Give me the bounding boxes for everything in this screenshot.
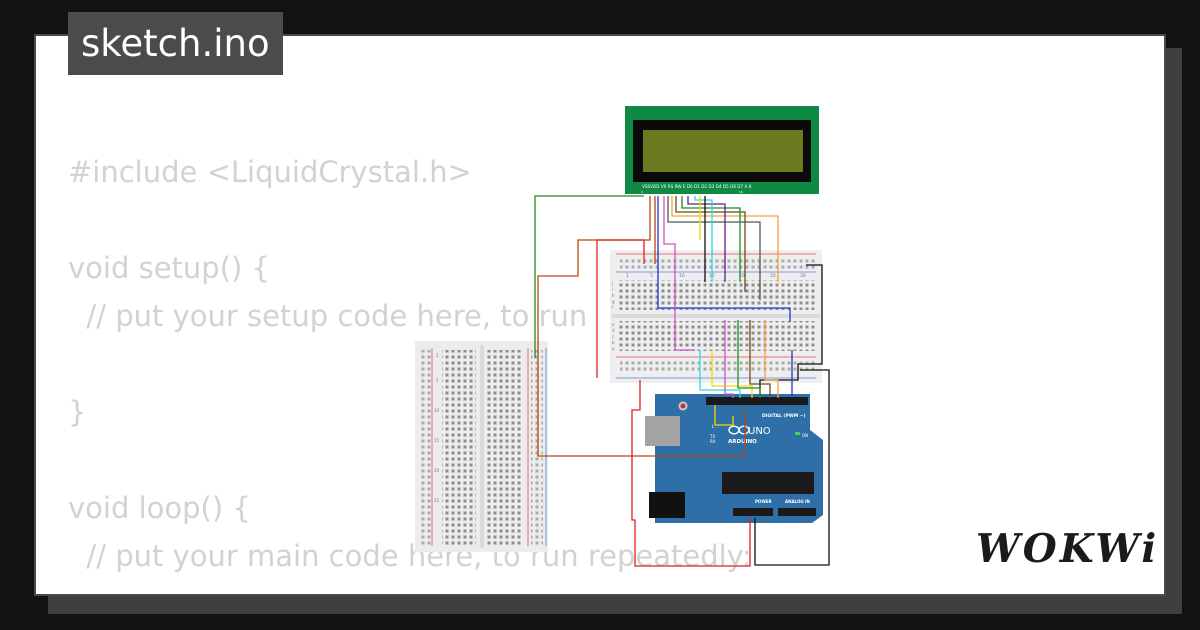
svg-text:RX: RX — [710, 439, 716, 444]
svg-text:j: j — [611, 281, 613, 286]
sketch-title-tab: sketch.ino — [68, 12, 283, 75]
svg-text:5: 5 — [650, 273, 653, 279]
analog-header — [778, 508, 816, 516]
svg-text:i: i — [612, 287, 613, 292]
svg-text:5: 5 — [436, 378, 439, 383]
wire-red-rail — [596, 239, 645, 378]
svg-text:g: g — [612, 299, 615, 304]
wire-pink-low — [724, 320, 734, 398]
svg-text:1: 1 — [436, 353, 439, 358]
digital-header — [706, 397, 808, 405]
svg-text:20: 20 — [739, 273, 745, 279]
svg-text:ANALOG IN: ANALOG IN — [785, 499, 810, 504]
mini-breadboard[interactable]: 1 5 10 15 20 25 — [415, 341, 548, 552]
digital-label: DIGITAL (PWM ~) — [762, 413, 806, 419]
wires — [534, 195, 830, 567]
code-line: void setup() { — [68, 251, 270, 285]
lcd-pin-16: 16 — [739, 190, 743, 194]
code-line: #include <LiquidCrystal.h> — [68, 155, 472, 189]
lcd-module[interactable]: VSSVDD V0 RS RW E D0 D1 D2 D3 D4 D5 D6 D… — [625, 106, 819, 194]
svg-text:c: c — [612, 334, 614, 339]
lcd-screen — [643, 130, 803, 172]
wire-purple — [687, 196, 726, 282]
code-line: void loop() { — [68, 491, 251, 525]
svg-text:ON: ON — [802, 433, 808, 438]
svg-text:30: 30 — [800, 273, 806, 279]
wire-orange-low — [764, 320, 779, 398]
svg-text:25: 25 — [770, 273, 776, 279]
svg-text:POWER: POWER — [755, 499, 772, 504]
wire-green — [681, 196, 741, 282]
svg-text:25: 25 — [434, 498, 440, 503]
svg-text:10: 10 — [679, 273, 685, 279]
wire-green-low — [737, 320, 761, 398]
arduino-uno[interactable]: DIGITAL (PWM ~) UNO ARDUINO TX RX L ON P… — [645, 394, 823, 523]
svg-text:L: L — [712, 424, 715, 429]
svg-text:1: 1 — [626, 273, 629, 279]
wire-pink — [663, 196, 695, 351]
code-preview: #include <LiquidCrystal.h> void setup() {… — [68, 148, 752, 580]
preview-card — [34, 34, 1166, 596]
svg-text:15: 15 — [434, 438, 440, 443]
svg-text:b: b — [612, 340, 615, 345]
wire-black-rail — [759, 264, 823, 395]
wire-gray — [667, 196, 761, 300]
svg-text:h: h — [612, 293, 615, 298]
usb-port — [645, 416, 680, 446]
wire-red-power — [631, 380, 751, 567]
wire-darkbrown — [675, 196, 746, 292]
svg-text:f: f — [612, 305, 614, 310]
wire-black-gnd — [754, 369, 830, 566]
wire-green-left — [534, 195, 644, 358]
uno-label: UNO — [748, 426, 771, 437]
breadboard[interactable]: 1 5 10 15 20 25 30 j i h g f e d c b a — [610, 250, 822, 383]
code-line: // put your main code here, to run repea… — [68, 539, 752, 573]
wire-cyan-low — [699, 350, 741, 398]
lcd-pin-1: 1 — [641, 190, 643, 194]
svg-text:e: e — [612, 322, 615, 327]
svg-text:d: d — [612, 328, 615, 333]
svg-text:10: 10 — [434, 408, 440, 413]
arduino-brand: ARDUINO — [728, 439, 757, 445]
code-line: // put your setup code here, to run — [68, 299, 588, 333]
lcd-pin-labels: VSSVDD V0 RS RW E D0 D1 D2 D3 D4 D5 D6 D… — [642, 184, 752, 189]
svg-text:TX: TX — [709, 434, 715, 439]
power-header — [733, 508, 773, 516]
svg-text:20: 20 — [434, 468, 440, 473]
wire-cyan — [694, 196, 713, 282]
wire-brown-low — [749, 320, 771, 398]
wokwi-logo: WOKWi — [976, 526, 1160, 572]
power-jack — [649, 492, 685, 518]
code-line: } — [68, 395, 87, 429]
svg-text:a: a — [612, 346, 615, 351]
wire-yellow-board — [714, 405, 734, 426]
wire-blue — [657, 196, 791, 322]
wire-yellow — [711, 350, 753, 398]
atmega-chip — [722, 472, 814, 494]
